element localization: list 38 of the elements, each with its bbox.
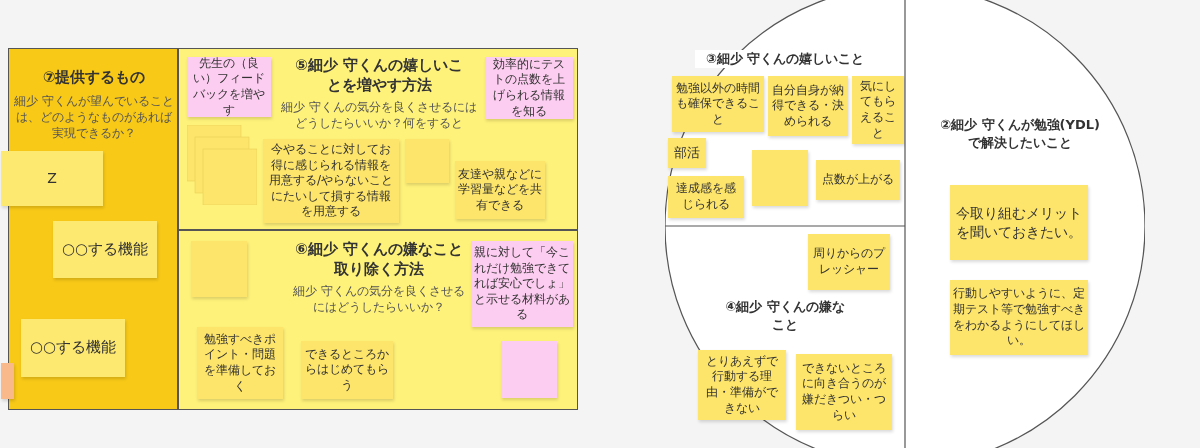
sticky-note: [191, 241, 247, 297]
section-title: ⑦提供するもの: [41, 67, 147, 88]
circle-sector: [665, 226, 905, 448]
sticky-note: 周りからのプレッシャー: [808, 234, 890, 290]
circle-sector: [665, 0, 905, 226]
sticky-note: 気にしてもらえること: [852, 76, 904, 144]
panel: [178, 48, 578, 230]
sticky-note: 効率的にテストの点数を上げられる情報を知る: [485, 57, 573, 119]
sticky-note: 行動しやすいように、定期テスト等で勉強すべきをわかるようにしてほしい。: [950, 280, 1088, 355]
sticky-note: 勉強すべきポイント・問題を準備しておく: [197, 327, 283, 399]
sticky-note: ○○する機能: [21, 319, 125, 377]
section-question: 細少 守くんの気分を良くさせるにはどうしたらいいか？: [292, 283, 466, 316]
sticky-note: Z: [1, 151, 103, 206]
sticky-note: ○○する機能: [53, 221, 157, 278]
sticky-note: 親に対して「今これだけ勉強できてれば安心でしょ」と示せる材料がある: [471, 241, 573, 327]
sticky-note: 部活: [668, 138, 706, 168]
sticky-note: 達成感を感じられる: [668, 176, 744, 218]
section-question: 細少 守くんが望んでいることは、どのようなものがあれば実現できるか？: [13, 93, 175, 142]
sticky-note: [405, 139, 449, 183]
section-question: 細少 守くんの気分を良くさせるにはどうしたらいいか？何をすると: [280, 99, 478, 132]
sticky-note: とりあえずで行動する理由・準備ができない: [698, 350, 786, 420]
sticky-note: 友達や親などに学習量などを共有できる: [455, 161, 545, 219]
panel: [178, 230, 578, 410]
sticky-note: 今取り組むメリットを聞いておきたい。: [950, 185, 1088, 260]
sticky-note: [752, 150, 808, 206]
sticky-note: できるところからはじめてもらう: [301, 341, 393, 399]
sticky-note: 自分自身が納得できる・決められる: [768, 76, 848, 136]
sticky-note: 勉強以外の時間も確保できること: [672, 76, 764, 132]
sticky-note-stack: [187, 125, 257, 205]
sticky-note: [1, 363, 14, 399]
section-title: ⑤細少 守くんの嬉しいことを増やす方法: [294, 55, 464, 96]
section-title: ④細少 守くんの嫌なこと: [725, 298, 845, 334]
sticky-note: 今やることに対してお得に感じられる情報を用意する/やらないことにたいして損する情報を用意する: [263, 139, 399, 223]
sticky-note: 先生の（良い）フィードバックを増やす: [187, 57, 271, 117]
section-title: ⑥細少 守くんの嫌なこと取り除く方法: [294, 239, 464, 280]
sticky-note: 点数が上がる: [816, 160, 900, 200]
sticky-note: できないところに向き合うのが嫌だきつい・つらい: [796, 354, 892, 430]
sticky-note: [501, 341, 557, 398]
